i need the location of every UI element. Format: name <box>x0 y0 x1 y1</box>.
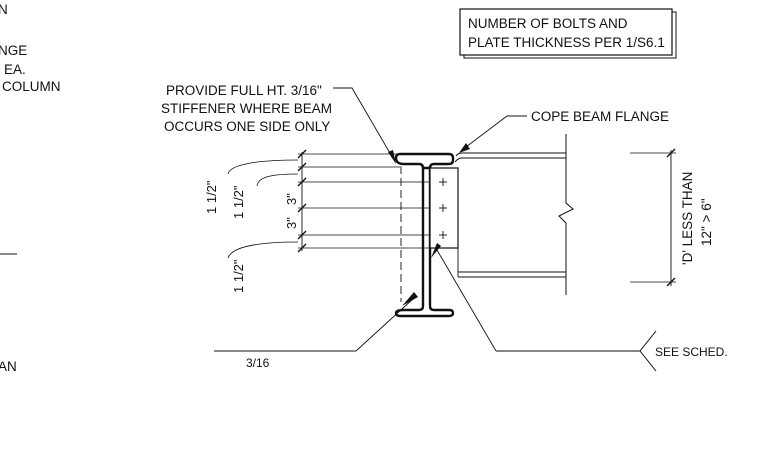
left-edge-notes: N NGE EA. COLUMN AN <box>0 2 61 374</box>
stiffener-note-line2: STIFFENER WHERE BEAM <box>161 101 332 116</box>
left-note-line4: COLUMN <box>2 79 61 94</box>
dim-leader-top-inner <box>256 173 299 187</box>
beam-break-line <box>558 134 574 295</box>
beam-top-edge <box>455 152 566 157</box>
stiffener-weld-symbol: 3/16 <box>214 297 415 370</box>
depth-dimension <box>630 148 676 287</box>
depth-note-line2: 12" > 6" <box>699 198 714 246</box>
dim-label-spacing-1: 3" <box>284 193 299 205</box>
dim-label-edge-top: 1 1/2" <box>204 180 219 214</box>
left-note-line1: N <box>0 2 8 17</box>
cope-leader-arrowhead <box>459 143 470 153</box>
stiffener-weld-arrow-line <box>355 297 415 352</box>
stiffener-note-line3: OCCURS ONE SIDE ONLY <box>164 119 330 134</box>
dim-leader-top <box>227 159 299 175</box>
beam-elevation <box>454 134 574 295</box>
plate-weld-arrowhead <box>431 243 441 258</box>
stiffener-note-line1: PROVIDE FULL HT. 3/16" <box>166 83 322 98</box>
cope-note: COPE BEAM FLANGE <box>459 109 669 153</box>
stiffener-note: PROVIDE FULL HT. 3/16" STIFFENER WHERE B… <box>161 83 396 164</box>
stiffener-leader-arrowhead <box>388 150 396 164</box>
bolt-spacing-dimension <box>227 149 307 259</box>
bolts-note-frame <box>459 8 673 56</box>
cope-leader <box>461 115 527 151</box>
weld-tail-note: SEE SCHED. <box>655 345 728 359</box>
plate-weld-arrow-line <box>436 249 497 352</box>
dim-label-spacing-2: 3" <box>284 217 299 229</box>
dim-label-edge-top-inner: 1 1/2" <box>231 185 246 219</box>
shear-plate <box>402 167 459 306</box>
weld-tail <box>639 330 657 372</box>
bolts-note-box: NUMBER OF BOLTS AND PLATE THICKNESS PER … <box>459 8 677 59</box>
stiffener-weld-arrowhead <box>402 292 418 306</box>
weld-size-label: 3/16 <box>246 356 270 370</box>
left-note-line5: AN <box>0 359 17 374</box>
column-top-flange <box>394 152 455 170</box>
bolt-marks <box>439 178 447 239</box>
dimension-extension-lines <box>298 153 446 249</box>
cope-note-text: COPE BEAM FLANGE <box>531 109 669 124</box>
left-note-line2: NGE <box>0 43 27 58</box>
depth-note-line1: 'D' LESS THAN <box>680 172 695 265</box>
dimension-ticks <box>297 149 307 253</box>
dim-leader-bottom <box>227 241 299 259</box>
beam-top-flange-inner <box>454 157 566 163</box>
column-bottom-flange <box>394 305 455 318</box>
bolts-note-line1: NUMBER OF BOLTS AND <box>468 16 628 31</box>
bolts-note-line2: PLATE THICKNESS PER 1/S6.1 <box>468 35 665 50</box>
left-note-line3: EA. <box>4 62 26 77</box>
stiffener-leader <box>333 87 395 161</box>
dim-label-edge-bottom: 1 1/2" <box>231 259 246 293</box>
plate-weld-symbol: SEE SCHED. <box>436 249 728 372</box>
